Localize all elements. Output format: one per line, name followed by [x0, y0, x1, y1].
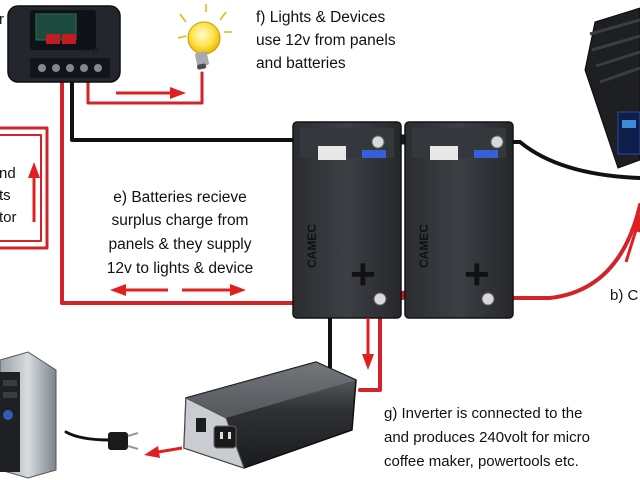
label-top-left-fragment: r	[0, 11, 4, 28]
label-e-line4: 12v to lights & device	[107, 260, 253, 277]
arrow-to-lights	[116, 87, 186, 99]
label-left-fragment-3: tor	[0, 209, 17, 226]
power-plug-icon	[108, 432, 139, 450]
arrow-up-left	[28, 162, 40, 222]
inverter	[183, 361, 357, 469]
charge-controller: PS 12	[7, 5, 121, 83]
controller-model-label: PS 12	[82, 48, 99, 54]
wire-panel-loop	[0, 126, 49, 250]
arrow-batteries-left	[110, 284, 168, 296]
wire-controller-to-lights-2	[95, 72, 197, 98]
label-b-fragment: b) C	[610, 287, 639, 304]
label-f-line1: f) Lights & Devices	[256, 9, 385, 26]
label-left-fragment-1: nd	[0, 165, 16, 182]
arrow-batteries-right	[182, 284, 246, 296]
wire-panel-loop-inner	[0, 134, 42, 242]
wire-plug-cable	[64, 430, 112, 442]
arrow-up-right	[624, 214, 640, 263]
computer-tower	[0, 351, 57, 479]
label-e-line3: panels & they supply	[108, 236, 251, 253]
wire-controller-negative	[70, 78, 377, 142]
battery-brand-right: CAMEC	[417, 224, 431, 268]
label-g-line2: and produces 240volt for micro	[384, 429, 590, 446]
label-g-line3: coffee maker, powertools etc.	[384, 453, 579, 470]
label-f-line3: and batteries	[256, 55, 346, 72]
wire-battery-to-inverter	[358, 298, 382, 392]
text-labels: r nd ts tor f) Lights & Devices use 12v …	[0, 9, 639, 470]
label-e-line1: e) Batteries recieve	[113, 189, 247, 206]
battery-left-plus: +	[350, 250, 376, 299]
label-e-line2: surplus charge from	[112, 212, 249, 229]
battery-right: CAMEC +	[404, 121, 514, 319]
battery-brand-left: CAMEC	[305, 224, 319, 268]
arrow-down-to-inverter	[362, 318, 374, 370]
flow-arrows	[28, 87, 640, 458]
battery-right-plus: +	[464, 250, 490, 299]
label-left-fragment-2: ts	[0, 187, 11, 204]
battery-left: CAMEC +	[292, 121, 402, 319]
light-bulb-icon	[177, 4, 232, 70]
arrow-to-plug	[144, 446, 183, 458]
wire-battery-to-charger-negative	[493, 140, 640, 180]
battery-terminals	[371, 135, 504, 306]
battery-charger	[584, 7, 640, 169]
label-g-line1: g) Inverter is connected to the	[384, 405, 582, 422]
wire-controller-to-lights	[86, 71, 204, 105]
label-f-line2: use 12v from panels	[256, 32, 396, 49]
